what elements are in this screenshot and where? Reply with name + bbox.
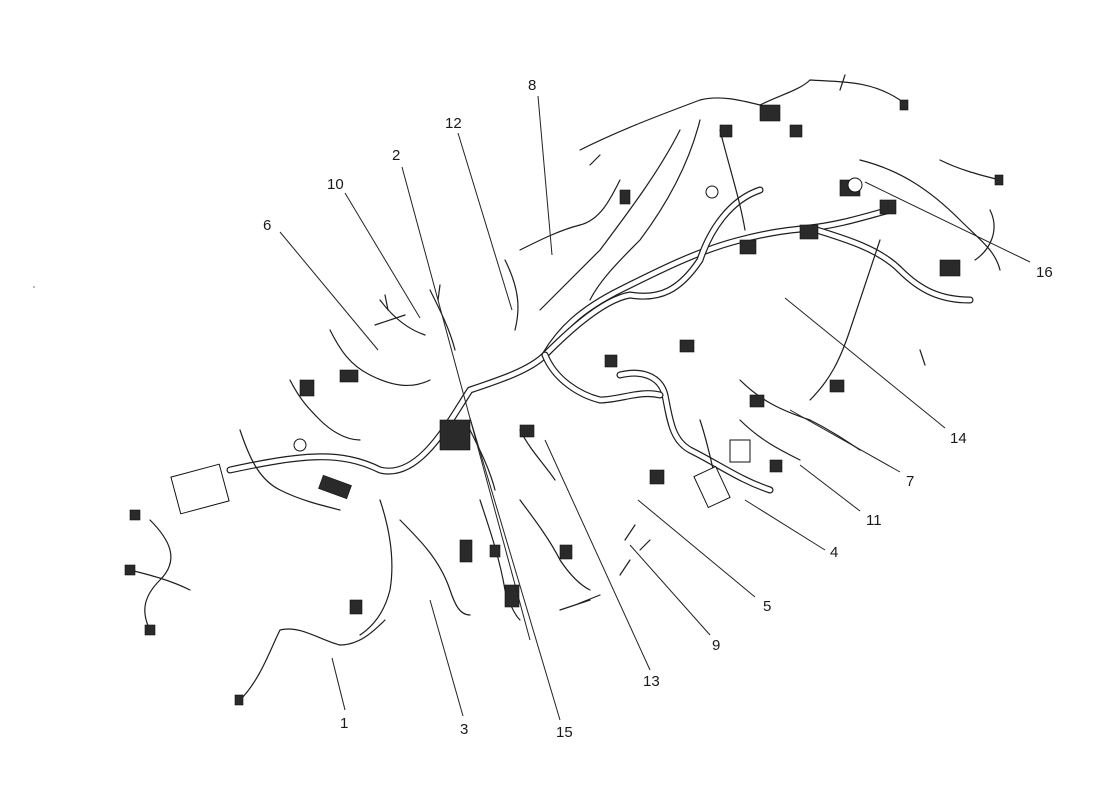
- callout-2: 2: [392, 147, 400, 164]
- leader-line-3: [429, 599, 464, 717]
- leader-line-8: [537, 95, 553, 256]
- leader-line-15: [469, 417, 561, 721]
- callout-12: 12: [445, 115, 462, 132]
- callout-labels: 1 2 3 4 5 6 7 8 9 10 11 12 13 14 15 16: [263, 77, 1053, 741]
- callout-9: 9: [712, 637, 720, 654]
- leader-line-9: [629, 544, 711, 636]
- leader-line-16: [864, 181, 1031, 263]
- leader-line-5: [637, 499, 756, 598]
- callout-7: 7: [906, 473, 914, 490]
- callout-14: 14: [950, 430, 967, 447]
- callout-15: 15: [556, 724, 573, 741]
- callout-3: 3: [460, 721, 468, 738]
- leader-line-4: [744, 499, 826, 551]
- leader-line-2: [401, 166, 531, 641]
- callout-8: 8: [528, 77, 536, 94]
- leader-line-11: [799, 464, 861, 512]
- leader-line-10: [344, 192, 421, 319]
- leader-line-1: [331, 657, 346, 711]
- callout-4: 4: [830, 544, 838, 561]
- leader-line-6: [279, 231, 379, 351]
- callout-10: 10: [327, 176, 344, 193]
- stray-mark: [33, 286, 35, 288]
- leader-line-12: [457, 132, 513, 311]
- callout-16: 16: [1036, 264, 1053, 281]
- callout-1: 1: [340, 715, 348, 732]
- callout-13: 13: [643, 673, 660, 690]
- callout-5: 5: [763, 598, 771, 615]
- leader-line-7: [789, 409, 901, 473]
- leader-lines: [279, 95, 1031, 721]
- leader-line-13: [544, 439, 651, 671]
- callout-11: 11: [866, 512, 882, 529]
- callout-6: 6: [263, 217, 271, 234]
- harness-drawing: [124, 74, 1004, 706]
- leader-line-14: [784, 297, 946, 429]
